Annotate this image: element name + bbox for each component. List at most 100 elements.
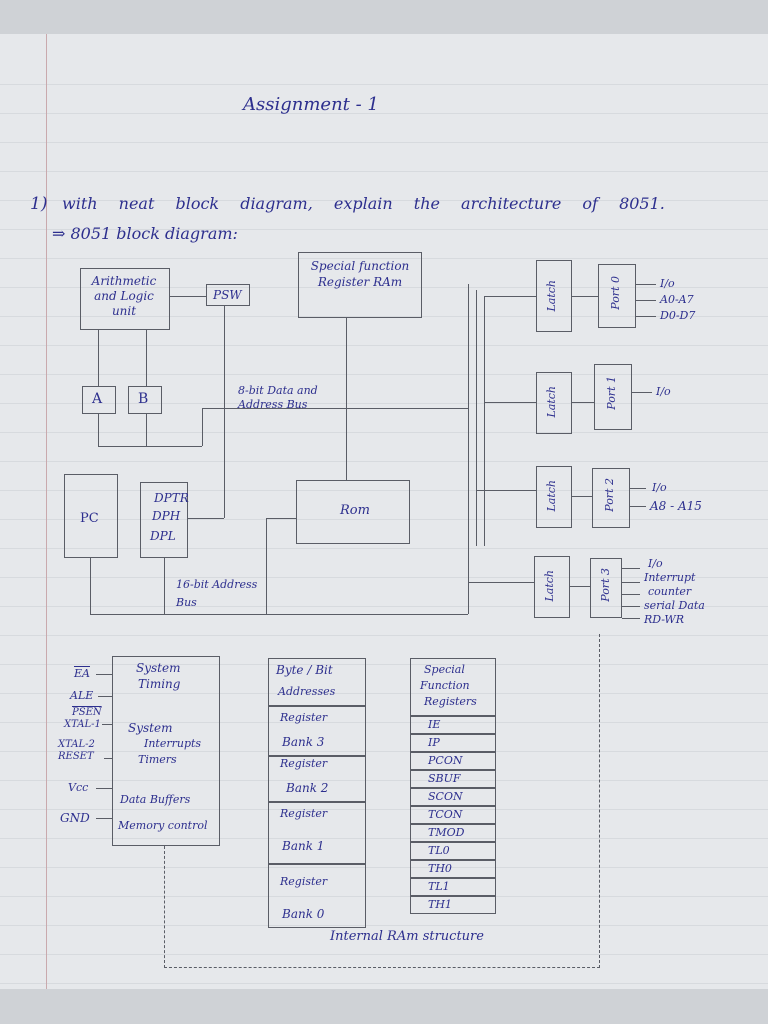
- ruled-line: [0, 751, 768, 752]
- assignment-title: Assignment - 1: [243, 94, 379, 115]
- latch-2: [536, 466, 572, 528]
- latch2-port2: [572, 496, 592, 497]
- port-2-pin-2: A8 - A15: [650, 499, 702, 513]
- ram-text-4: Bank 3: [282, 735, 325, 749]
- ruled-line: [0, 287, 768, 288]
- sfr-head-box: [410, 658, 496, 716]
- pin-reset: RESET: [58, 751, 94, 762]
- ruled-line: [0, 954, 768, 955]
- addr-bus-line: [90, 614, 468, 615]
- pin-ale: ALE: [70, 689, 94, 702]
- port2-pin-a: [630, 488, 646, 489]
- port-3-pin-5: RD-WR: [644, 613, 685, 626]
- port-3-label: Port 3: [599, 568, 612, 602]
- sfr-row: [410, 806, 496, 824]
- port-1: [594, 364, 632, 430]
- ruled-line: [0, 896, 768, 897]
- pin-line-6: [96, 818, 112, 819]
- bus-latch2: [476, 490, 536, 491]
- sfr-row-label: TL1: [428, 880, 450, 893]
- rom-label: Rom: [340, 503, 370, 518]
- latch-1: [536, 372, 572, 434]
- ruled-line: [0, 548, 768, 549]
- ruled-line: [0, 635, 768, 636]
- ruled-line: [0, 258, 768, 259]
- psw-label: PSW: [213, 288, 242, 302]
- ram-text-1: Byte / Bit: [276, 663, 333, 677]
- system-block: [112, 656, 220, 846]
- ruled-line: [0, 722, 768, 723]
- main-bus-a: [468, 284, 469, 614]
- pin-line-2: [98, 696, 112, 697]
- dptr-label: DPTR: [154, 491, 189, 505]
- ram-cell-2: [268, 706, 366, 756]
- port-1-label: Port 1: [605, 376, 618, 410]
- sfr-head-1: Special: [424, 663, 465, 676]
- rom-down-line: [266, 518, 267, 614]
- ram-text-5: Register: [280, 757, 328, 770]
- ruled-line: [0, 983, 768, 984]
- ram-caption: Internal RAm structure: [330, 929, 484, 944]
- port0-pin-a: [636, 284, 656, 285]
- latch-0: [536, 260, 572, 332]
- sys-line-1: System: [136, 661, 181, 675]
- port-3-pin-2: Interrupt: [644, 571, 696, 584]
- sfr-row: [410, 716, 496, 734]
- pin-xtal2: XTAL-2: [58, 739, 95, 750]
- ram-text-3: Register: [280, 711, 328, 724]
- port-0-pin-3: D0-D7: [660, 309, 696, 322]
- latch-0-label: Latch: [545, 280, 558, 312]
- ruled-line: [0, 229, 768, 230]
- ruled-line: [0, 316, 768, 317]
- ram-cell-5: [268, 864, 366, 928]
- question-number: 1): [30, 194, 48, 214]
- psw-block: [206, 284, 250, 306]
- sfr-head-2: Function: [420, 679, 470, 692]
- port-0: [598, 264, 636, 328]
- ram-text-8: Bank 1: [282, 839, 325, 853]
- ruled-line: [0, 171, 768, 172]
- ruled-line: [0, 606, 768, 607]
- sfr-row-label: IP: [428, 736, 440, 749]
- latch-2-label: Latch: [545, 480, 558, 512]
- port0-pin-b: [636, 300, 656, 301]
- sfr-ram-block: [298, 252, 422, 318]
- sfr-row-label: TL0: [428, 844, 450, 857]
- latch-1-label: Latch: [545, 386, 558, 418]
- sfr-row-label: TCON: [428, 808, 463, 821]
- port3-pin-c: [622, 594, 640, 595]
- pin-vcc: Vcc: [68, 781, 89, 794]
- ram-text-9: Register: [280, 875, 328, 888]
- psw-down-line: [224, 306, 225, 518]
- pin-psen: PSEN: [72, 707, 102, 718]
- port-3-pin-4: serial Data: [644, 599, 705, 612]
- ruled-line: [0, 142, 768, 143]
- latch-3-label: Latch: [543, 570, 556, 602]
- sfr-row-label: IE: [428, 718, 441, 731]
- ruled-line: [0, 693, 768, 694]
- dashed-left: [164, 846, 165, 968]
- sfr-row: [410, 842, 496, 860]
- pin-xtal1: XTAL-1: [64, 719, 101, 730]
- latch-3: [534, 556, 570, 618]
- ruled-line: [0, 345, 768, 346]
- ruled-line: [0, 490, 768, 491]
- question-text: with neat block diagram, explain the arc…: [62, 194, 665, 213]
- ruled-line: [0, 432, 768, 433]
- port-3-pin-3: counter: [648, 585, 692, 598]
- sys-line-3: System: [128, 721, 173, 735]
- pin-line-3: [102, 724, 112, 725]
- reg-a-block: [82, 386, 116, 414]
- ram-text-7: Register: [280, 807, 328, 820]
- sfr-ram-label: Special function Register RAm: [310, 259, 410, 289]
- ram-text-2: Addresses: [278, 685, 336, 698]
- pc-label: PC: [80, 511, 99, 526]
- port-2: [592, 468, 630, 528]
- dpl-label: DPL: [150, 529, 176, 543]
- ruled-line: [0, 200, 768, 201]
- ram-cell-4: [268, 802, 366, 864]
- ram-cell-1: [268, 658, 366, 706]
- data-bus-line: [202, 408, 468, 409]
- sfr-row-label: SBUF: [428, 772, 461, 785]
- sfr-row-label: TMOD: [428, 826, 465, 839]
